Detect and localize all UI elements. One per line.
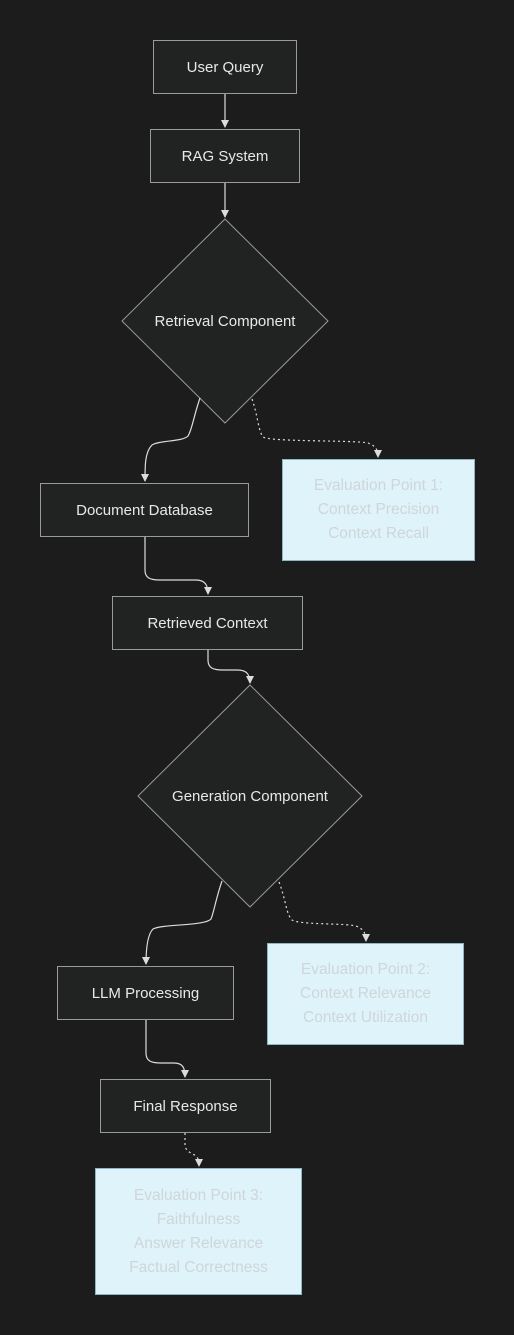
edge-retrieval-to-eval1: [251, 398, 382, 458]
evaluation-point-1: Evaluation Point 1: Context Precision Co…: [282, 459, 475, 561]
edge-generation-to-llm: [142, 880, 223, 965]
evaluation-point-3-metric: Answer Relevance: [133, 1234, 264, 1252]
edge-database-to-context: [144, 537, 212, 595]
rag-system-node: RAG System: [150, 129, 300, 183]
final-response-node: Final Response: [100, 1079, 271, 1133]
retrieval-component-label: Retrieval Component: [154, 312, 296, 330]
generation-component-label: Generation Component: [172, 787, 328, 805]
edge-context-to-generation: [207, 650, 254, 684]
edge-retrieval-to-database: [141, 397, 201, 482]
evaluation-point-1-metric: Context Recall: [328, 525, 429, 542]
document-database-node: Document Database: [40, 483, 249, 537]
retrieved-context-node: Retrieved Context: [112, 596, 303, 650]
evaluation-point-2-metric: Context Relevance: [300, 985, 431, 1002]
edge-generation-to-eval2: [278, 881, 370, 942]
evaluation-point-3-metric: Factual Correctness: [129, 1258, 268, 1276]
evaluation-point-2: Evaluation Point 2: Context Relevance Co…: [267, 943, 464, 1045]
user-query-node: User Query: [153, 40, 297, 94]
edge-final-to-eval3: [184, 1133, 203, 1167]
edge-llm-to-final: [145, 1020, 189, 1078]
evaluation-point-3-metric: Faithfulness: [156, 1210, 241, 1228]
llm-processing-node: LLM Processing: [57, 966, 234, 1020]
evaluation-point-2-metric: Context Utilization: [303, 1009, 428, 1026]
generation-component-diamond: [137, 684, 363, 908]
retrieval-component-diamond: [121, 218, 329, 424]
evaluation-point-3-title: Evaluation Point 3:: [133, 1186, 264, 1204]
evaluation-point-1-metric: Context Precision: [317, 501, 440, 518]
evaluation-point-3: Evaluation Point 3: Faithfulness Answer …: [95, 1168, 302, 1295]
evaluation-point-2-title: Evaluation Point 2:: [300, 961, 431, 978]
evaluation-point-1-title: Evaluation Point 1:: [313, 477, 444, 494]
